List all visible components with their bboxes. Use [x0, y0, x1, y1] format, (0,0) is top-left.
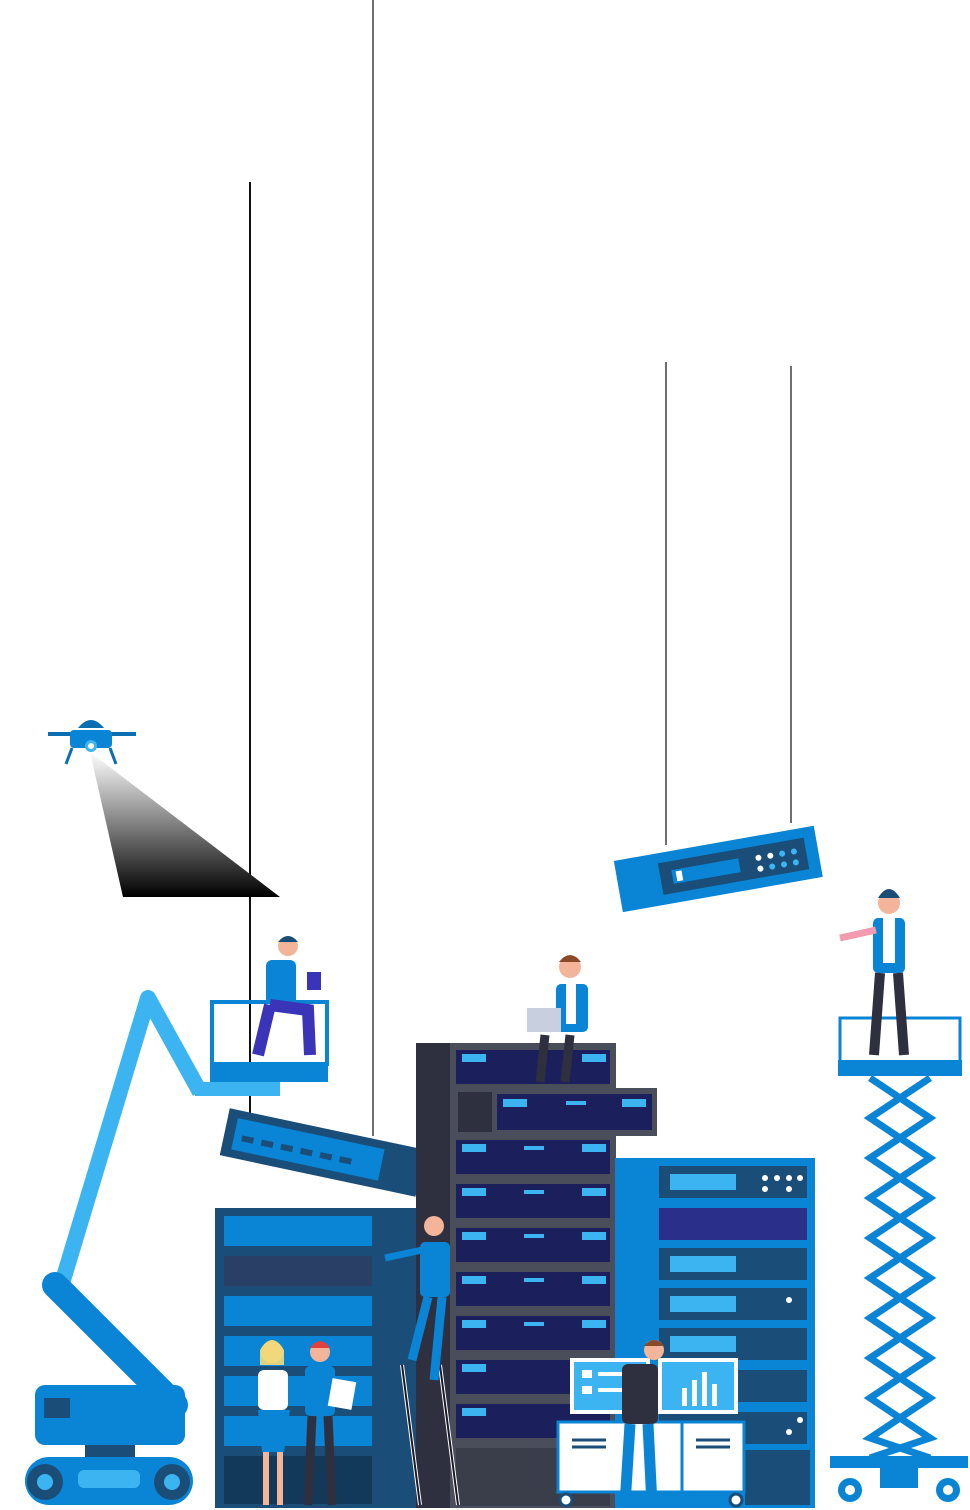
hanging-cables [249, 0, 792, 1136]
drone [48, 720, 280, 897]
drone-light-beam [90, 752, 280, 897]
workers-at-rack [258, 1340, 357, 1506]
worker-on-scissor-lift [839, 889, 909, 1056]
server-rack-right [615, 1158, 815, 1508]
server-rack-center [416, 1043, 657, 1508]
worker-with-tablet [252, 936, 321, 1057]
scissor-lift [830, 1016, 968, 1502]
hanging-server-unit [613, 825, 823, 913]
worker-on-ladder [384, 1216, 460, 1506]
worker-at-workstation [619, 1340, 664, 1506]
server-rack-left [215, 1208, 417, 1508]
hanging-server-unit [219, 1108, 426, 1197]
boom-lift [25, 990, 329, 1505]
worker-with-laptop [527, 955, 588, 1083]
